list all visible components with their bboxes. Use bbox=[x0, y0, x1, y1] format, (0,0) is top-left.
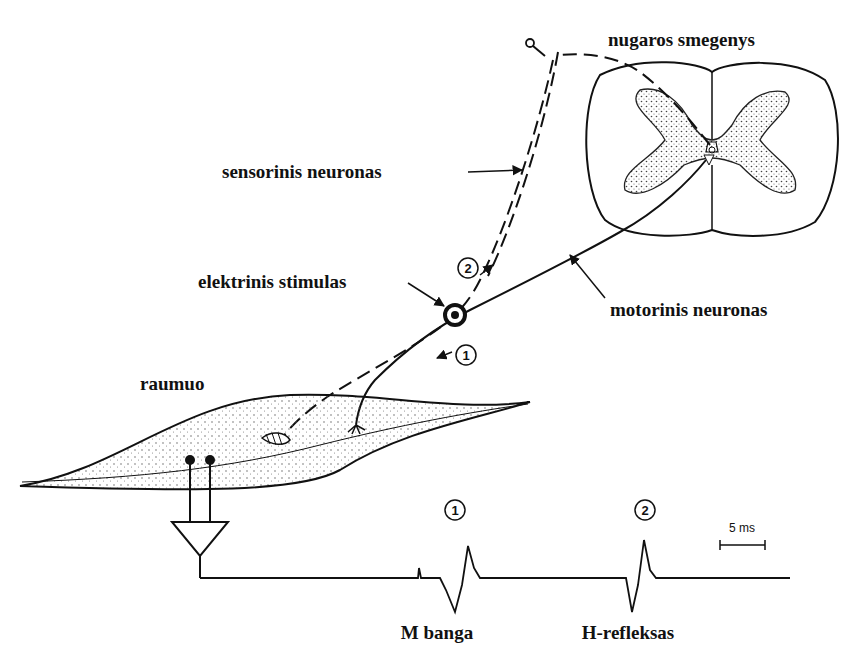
muscle bbox=[20, 395, 530, 490]
leader-arrow bbox=[468, 170, 522, 172]
scale-label: 5 ms bbox=[729, 522, 755, 534]
motor-neuron bbox=[356, 160, 706, 425]
muscle-line bbox=[22, 404, 528, 482]
muscle-spindle bbox=[262, 433, 290, 444]
spinal-cord bbox=[586, 62, 838, 236]
callout-circle bbox=[445, 500, 465, 520]
wave-label: M banga bbox=[401, 623, 473, 642]
callout-circle bbox=[456, 345, 476, 365]
direction-arrow bbox=[480, 265, 493, 275]
motor-soma bbox=[704, 155, 714, 165]
part-label: raumuo bbox=[140, 374, 204, 393]
scale-bar bbox=[720, 540, 765, 550]
wave-label: H-refleksas bbox=[582, 623, 675, 642]
sensory-neuron bbox=[282, 52, 710, 438]
callout-number: 2 bbox=[641, 504, 648, 517]
callout-circle bbox=[458, 258, 478, 278]
leader-arrow bbox=[570, 255, 605, 298]
stimulus-core bbox=[451, 311, 459, 319]
ganglion-stem bbox=[533, 46, 545, 56]
stimulus-electrode bbox=[445, 305, 465, 325]
region-label: nugaros smegenys bbox=[608, 30, 755, 49]
callout-number: 2 bbox=[464, 262, 471, 275]
part-label: elektrinis stimulas bbox=[198, 272, 346, 291]
part-label: sensorinis neuronas bbox=[222, 162, 382, 181]
part-label: motorinis neuronas bbox=[610, 300, 767, 319]
emg-trace bbox=[200, 540, 790, 612]
callout-circle bbox=[635, 500, 655, 520]
ganglion bbox=[526, 39, 534, 47]
direction-arrow bbox=[437, 352, 452, 358]
spindle-coil bbox=[266, 433, 282, 445]
leader-arrow bbox=[408, 283, 444, 306]
recording-setup bbox=[172, 455, 228, 578]
callout-number: 1 bbox=[451, 504, 458, 517]
callout-number: 1 bbox=[462, 349, 469, 362]
motor-endplate bbox=[348, 425, 365, 434]
